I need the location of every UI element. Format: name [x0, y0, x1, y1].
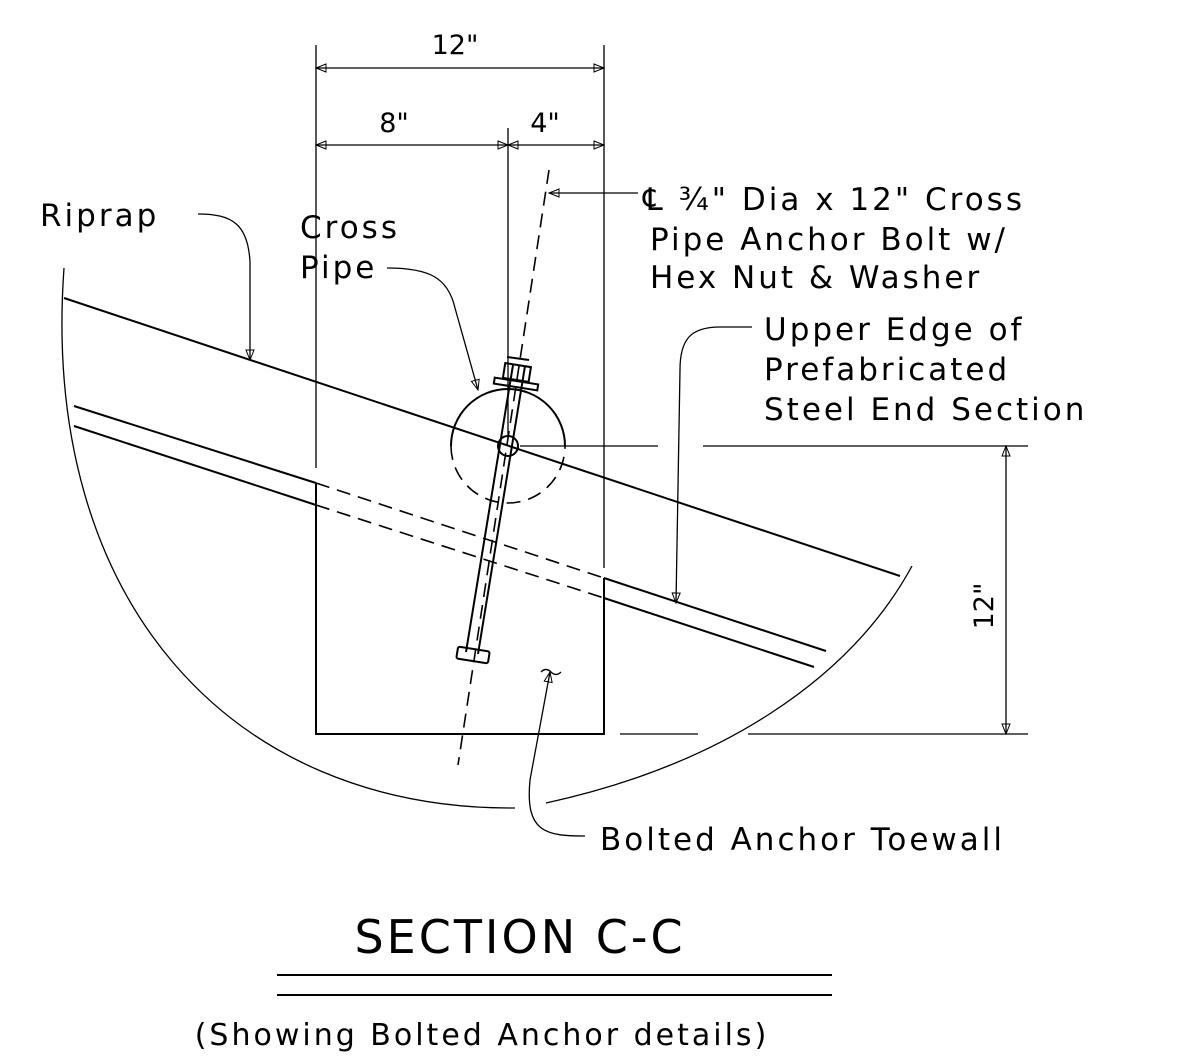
cross-pipe-label-line2: Pipe: [300, 250, 377, 286]
upper-edge-label-line1: Upper Edge of: [764, 312, 1024, 348]
cross-pipe-label-line1: Cross: [300, 210, 400, 246]
anchor-bolt-hex-head: [455, 645, 491, 665]
toewall-leader: [528, 670, 586, 837]
anchor-bolt-thread-end: [506, 356, 530, 361]
anchor-bolt-shank-left: [465, 364, 514, 653]
dimension-8in-label: 8": [379, 108, 409, 139]
anchor-bolt-label-line2: Pipe Anchor Bolt w/: [650, 222, 1008, 258]
steel-end-section-lower-right: [603, 597, 815, 668]
dimension-4in-label: 4": [530, 108, 560, 139]
riprap-label: Riprap: [40, 198, 159, 234]
anchor-bolt-washer: [492, 376, 540, 392]
anchor-bolt-hex-nut: [501, 361, 533, 384]
cross-pipe-leader: [386, 267, 480, 392]
section-boundary-curve-right: [545, 565, 913, 804]
cross-pipe-circle-hidden: [450, 445, 566, 504]
upper-edge-label-line3: Steel End Section: [764, 392, 1087, 428]
anchor-bolt-label-line1: ℄ ¾" Dia x 12" Cross: [642, 182, 1025, 218]
section-boundary-curve: [61, 267, 516, 809]
section-title: SECTION C-C: [354, 910, 685, 964]
bolted-anchor-toewall: [315, 483, 605, 735]
steel-end-section-hidden-lower: [315, 504, 605, 599]
cross-pipe-circle-solid: [450, 388, 566, 447]
steel-end-section-upper-left: [73, 405, 317, 484]
upper-edge-leader: [671, 326, 752, 605]
anchor-bolt-label-line3: Hex Nut & Washer: [650, 260, 982, 296]
dimension-12in-label: 12": [432, 30, 479, 61]
anchor-bolt-centerline: [457, 169, 550, 766]
steel-end-section-lower-left: [73, 425, 317, 506]
upper-edge-label-line2: Prefabricated: [764, 352, 1010, 388]
steel-end-section-upper-right: [603, 577, 827, 652]
section-subtitle: (Showing Bolted Anchor details): [195, 1018, 770, 1053]
toewall-tilde-mark: [540, 668, 562, 676]
dimension-height-label: 12": [969, 583, 1000, 630]
riprap-leader: [197, 213, 255, 362]
anchor-bolt-shank-right: [477, 365, 526, 655]
steel-end-section-hidden-upper: [315, 482, 605, 579]
toewall-label: Bolted Anchor Toewall: [600, 822, 1005, 858]
riprap-surface-line: [63, 297, 901, 577]
